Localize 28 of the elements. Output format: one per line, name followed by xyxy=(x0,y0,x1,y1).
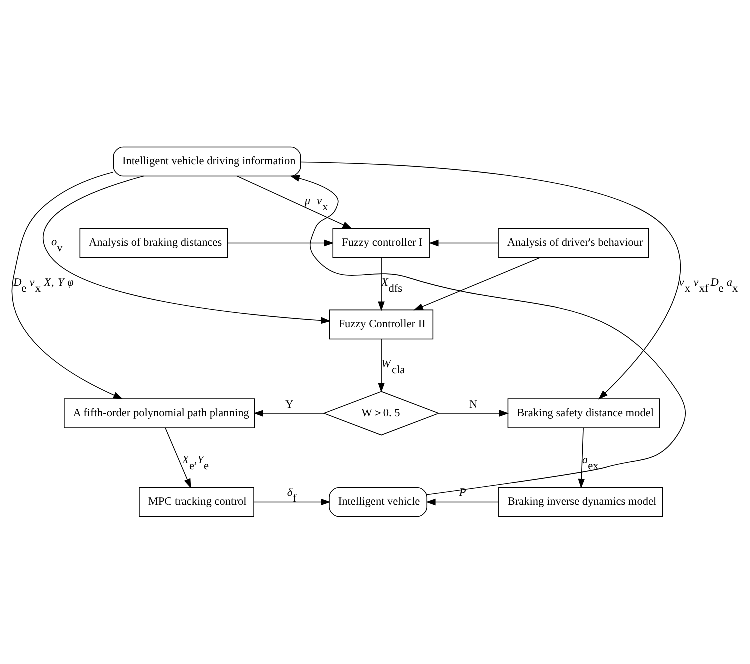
arrow xyxy=(300,162,681,400)
arrow xyxy=(12,172,124,400)
arrow xyxy=(228,240,334,247)
arrow xyxy=(414,257,541,311)
arrow xyxy=(236,176,352,230)
arrow xyxy=(429,240,499,247)
node-box: Braking safety distance model xyxy=(508,398,660,428)
node-box: Analysis of driver's behaviour xyxy=(498,228,649,258)
arrow xyxy=(165,428,192,489)
arrow xyxy=(254,498,331,506)
node-box: Braking inverse dynamics model xyxy=(498,487,664,518)
arrow xyxy=(426,498,500,506)
node-box: A fifth-order polynomial path planning xyxy=(64,398,256,428)
node-box: Intelligent vehicle driving information xyxy=(113,146,302,177)
edge-label: N xyxy=(469,399,478,412)
arrow xyxy=(378,339,385,393)
arrow xyxy=(290,175,686,496)
node-box: MPC tracking control xyxy=(139,487,254,518)
arrow xyxy=(438,410,510,417)
arrow xyxy=(254,410,324,417)
node-diamond: W＞0. 5 xyxy=(323,391,440,436)
node-box: Intelligent vehicle xyxy=(329,487,428,518)
node-box: Fuzzy controller I xyxy=(332,228,430,258)
node-box: Analysis of braking distances xyxy=(80,228,228,258)
node-box: Fuzzy Controller II xyxy=(329,310,434,340)
arrow xyxy=(42,176,331,324)
arrow xyxy=(578,428,586,489)
edge-label: Y xyxy=(286,399,294,412)
